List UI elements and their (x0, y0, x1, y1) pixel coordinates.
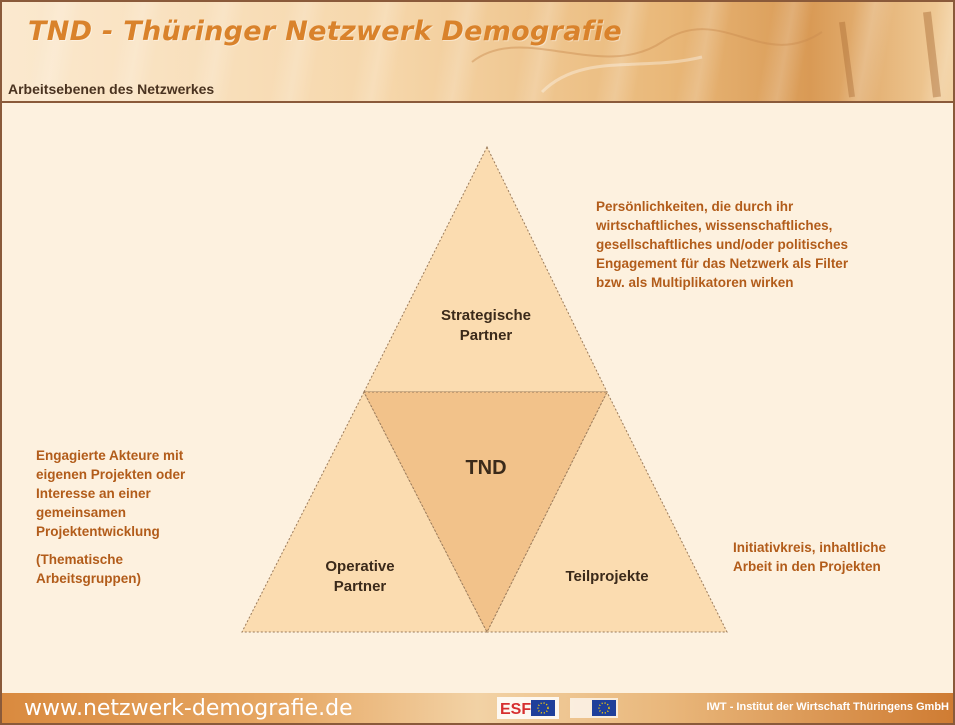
header-texture (2, 2, 953, 102)
desc-right-line-1: Initiativkreis, inhaltliche (733, 540, 887, 555)
description-subprojects: Initiativkreis, inhaltliche Arbeit in de… (733, 538, 943, 576)
footer-bar: www.netzwerk-demografie.de ESF IWT - Ins… (2, 693, 953, 723)
header-map-decoration (471, 11, 941, 98)
triangle-center-tnd (363, 391, 608, 634)
eu-flag-icon (570, 698, 618, 718)
footer-organization: IWT - Institut der Wirtschaft Thüringens… (706, 701, 949, 713)
label-operative-line-2: Partner (333, 578, 387, 595)
description-strategic: Persönlichkeiten, die durch ihr wirtscha… (596, 197, 916, 292)
triangle-right-subprojects (486, 390, 728, 633)
header-banner: TND - Thüringer Netzwerk Demografie Arbe… (2, 2, 953, 102)
desc-left-note-line-1: (Thematische (36, 552, 124, 567)
label-tnd: TND (465, 457, 507, 479)
desc-top-line-5: bzw. als Multiplikatoren wirken (596, 275, 794, 290)
desc-top-line-2: wirtschaftliches, wissenschaftliches, (596, 218, 833, 233)
label-strategic-line-2: Partner (459, 327, 513, 344)
label-operative-line-1: Operative (325, 558, 395, 575)
triangle-top-strategic (363, 145, 608, 393)
footer-website-link[interactable]: www.netzwerk-demografie.de (24, 696, 353, 721)
page-title: TND - Thüringer Netzwerk Demografie (28, 16, 622, 47)
desc-left-line-2: eigenen Projekten oder (36, 467, 186, 482)
label-operative-partner: Operative Partner (300, 557, 420, 597)
desc-left-line-5: Projektentwicklung (36, 524, 160, 539)
esf-logo-text: ESF (500, 701, 531, 718)
esf-logo-icon: ESF (497, 697, 559, 719)
desc-top-line-3: gesellschaftliches und/oder politisches (596, 237, 849, 252)
header-divider (2, 101, 953, 103)
label-strategic-partner: Strategische Partner (416, 306, 556, 346)
desc-right-line-2: Arbeit in den Projekten (733, 559, 881, 574)
label-strategic-line-1: Strategische (440, 307, 532, 324)
desc-top-line-4: Engagement für das Netzwerk als Filter (596, 256, 849, 271)
desc-left-line-3: Interesse an einer (36, 486, 151, 501)
desc-left-line-4: gemeinsamen (36, 505, 127, 520)
desc-left-note-line-2: Arbeitsgruppen) (36, 571, 142, 586)
description-operative: Engagierte Akteure mit eigenen Projekten… (36, 446, 246, 588)
desc-left-line-1: Engagierte Akteure mit (36, 448, 184, 463)
label-subprojects: Teilprojekte (565, 568, 649, 585)
slide-subtitle: Arbeitsebenen des Netzwerkes (8, 81, 215, 97)
desc-top-line-1: Persönlichkeiten, die durch ihr (596, 199, 794, 214)
